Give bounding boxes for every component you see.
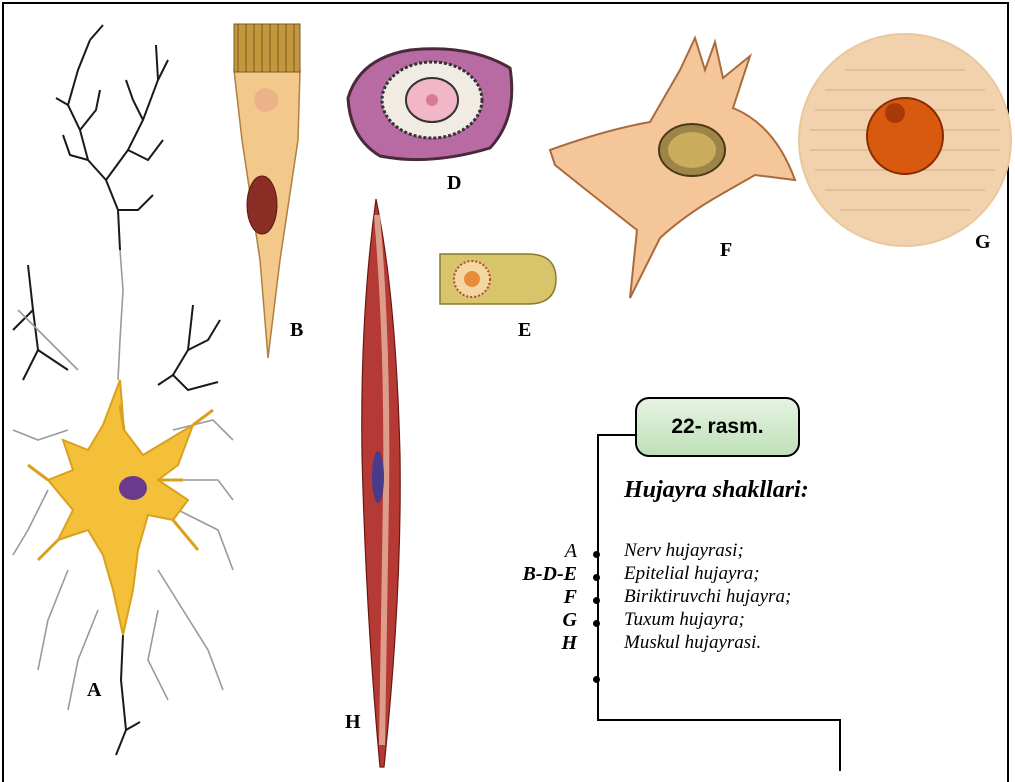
figure-caption-box: 22- rasm. xyxy=(635,397,800,457)
legend-text: Epitelial hujayra; xyxy=(624,563,760,585)
legend-code: G xyxy=(497,609,577,632)
legend-text: Biriktiruvchi hujayra; xyxy=(624,586,791,608)
epithelial-squamous-cell-illustration xyxy=(340,38,520,168)
legend-text: Tuxum hujayra; xyxy=(624,609,745,631)
legend-title: Hujayra shakllari: xyxy=(624,477,809,504)
legend-text: Muskul hujayrasi. xyxy=(624,632,761,654)
egg-cell-illustration xyxy=(795,30,1015,250)
legend-code: H xyxy=(497,632,577,655)
legend-code: F xyxy=(497,586,577,609)
label-g: G xyxy=(975,231,991,254)
label-a: A xyxy=(87,679,101,702)
legend-dot xyxy=(593,574,600,581)
label-f: F xyxy=(720,239,732,262)
legend-dot xyxy=(593,551,600,558)
label-e: E xyxy=(518,319,531,342)
nerve-cell-illustration xyxy=(8,10,238,770)
legend-code: A xyxy=(497,540,577,563)
legend-dot xyxy=(593,676,600,683)
muscle-cell-illustration xyxy=(340,195,420,770)
legend-text: Nerv hujayrasi; xyxy=(624,540,744,562)
figure-caption: 22- rasm. xyxy=(671,415,763,439)
label-h: H xyxy=(345,711,361,734)
connective-tissue-cell-illustration xyxy=(545,30,800,300)
epithelial-columnar-cell-illustration xyxy=(230,20,310,365)
legend-dot xyxy=(593,620,600,627)
label-b: B xyxy=(290,319,303,342)
legend-dot xyxy=(593,597,600,604)
legend-code: B-D-E xyxy=(497,563,577,586)
label-d: D xyxy=(447,172,461,195)
epithelial-cuboidal-cell-illustration xyxy=(438,250,558,308)
